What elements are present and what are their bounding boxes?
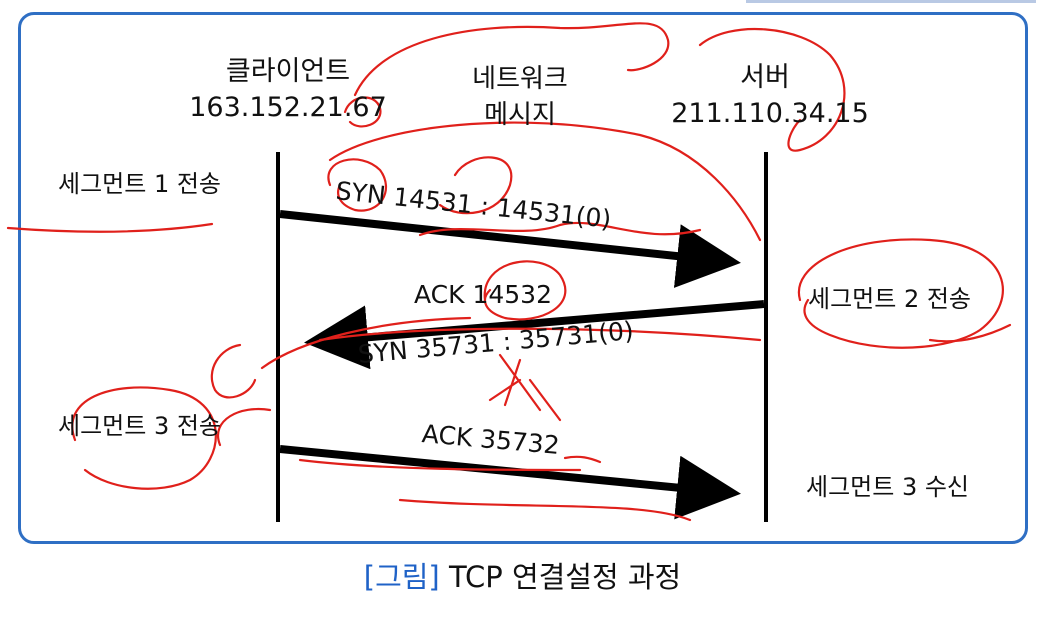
annotation-right-circle xyxy=(797,238,1004,349)
server-ip: 211.110.34.15 xyxy=(671,98,869,129)
client-name: 클라이언트 xyxy=(225,56,351,87)
segment3-send: 세그먼트 3 전송 xyxy=(58,412,222,440)
annotation-circle-server xyxy=(698,27,846,152)
annotation-loop-mid xyxy=(438,156,513,215)
network-label-line2: 메시지 xyxy=(484,100,556,130)
annotation-scribble-right xyxy=(928,323,1012,343)
annotation-circle-ip-end xyxy=(343,96,382,128)
syn-ack-arrow xyxy=(304,300,765,370)
annotation-long-stroke xyxy=(318,327,762,342)
annotation-circle-syn xyxy=(327,158,387,212)
ack1-label: ACK 14532 xyxy=(414,280,552,309)
figure-caption: [그림] TCP 연결설정 과정 xyxy=(0,563,1045,592)
top-edge-line xyxy=(746,0,1036,3)
annotation-swoop-left xyxy=(217,407,272,447)
annotation-underline-ack2 xyxy=(563,455,602,464)
client-ip: 163.152.21.67 xyxy=(189,92,387,123)
annotation-cross-strokes xyxy=(488,353,562,422)
ack2-arrow xyxy=(279,445,741,520)
annotation-line-low xyxy=(298,458,582,472)
caption-text: TCP 연결설정 과정 xyxy=(448,560,682,594)
annotation-curve-over-syn xyxy=(328,121,762,242)
annotation-curve-bottom xyxy=(398,498,692,522)
annotation-left-stroke xyxy=(6,222,214,233)
annotation-wave xyxy=(418,221,702,237)
annotation-circle-seg3 xyxy=(71,386,217,490)
annotation-left-hook xyxy=(210,343,257,399)
server-name: 서버 xyxy=(740,62,790,93)
annotation-swirl-top xyxy=(353,22,670,97)
network-label-line1: 네트워크 xyxy=(472,64,568,94)
caption-tag: [그림] xyxy=(363,560,440,594)
red-annotations xyxy=(6,22,1012,522)
syn1-arrow xyxy=(279,210,741,288)
segment3-receive: 세그먼트 3 수신 xyxy=(806,473,970,501)
segment2-send: 세그먼트 2 전송 xyxy=(808,285,972,313)
annotation-arc-left-mid xyxy=(260,316,472,370)
segment1-send: 세그먼트 1 전송 xyxy=(58,170,222,198)
annotation-circle-ack1 xyxy=(483,260,567,321)
diagram-frame xyxy=(18,12,1028,544)
